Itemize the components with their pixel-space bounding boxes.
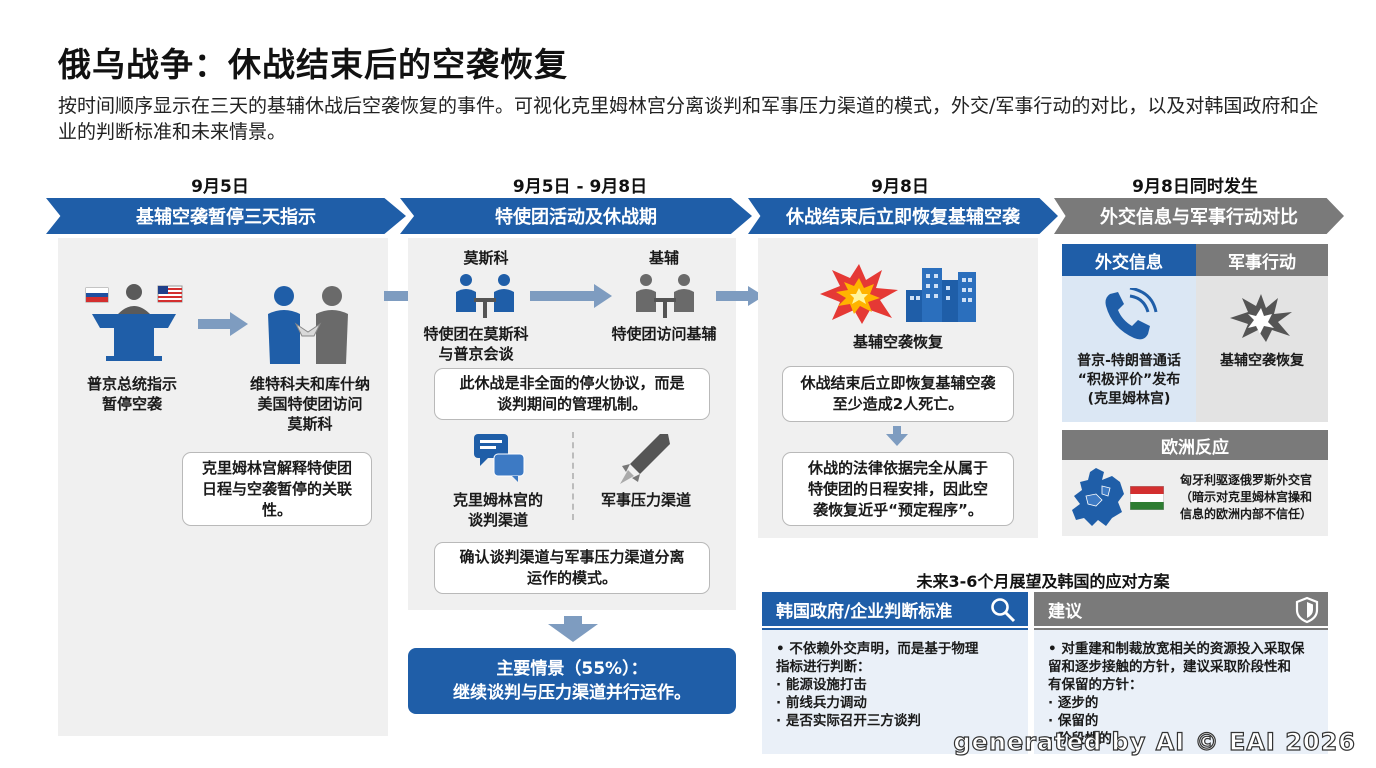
kyiv-heading: 基辅 [648, 249, 679, 267]
envoy-label: 维特科夫和库什纳 美国特使团访问 莫斯科 [249, 375, 370, 433]
arrow-down-icon [548, 616, 598, 642]
meeting-icon [456, 274, 514, 318]
watermark: generated by AI © EAI 2026 [953, 727, 1356, 756]
recommendation-item: · 阶段性的 [1048, 731, 1112, 747]
arrow-down-icon [886, 426, 908, 446]
europe-reaction-text: 匈牙利驱逐俄罗斯外交官 （暗示对克里姆林宫操和 信息的欧洲内部不信任） [1179, 473, 1312, 521]
putin-label: 普京总统指示 暂停空袭 [86, 375, 177, 413]
criteria-item: · 前线兵力调动 [776, 695, 867, 711]
recommendation-item: • 对重建和制裁放宽相关的资源投入采取保 [1048, 641, 1305, 657]
recommendation-list: • 对重建和制裁放宽相关的资源投入采取保 留和逐步接触的方针，建议采取阶段性和 … [1034, 628, 1328, 754]
date-3: 9月8日 [871, 177, 929, 197]
col3-note-1: 休战结束后立即恢复基辅空袭 至少造成2人死亡。 [782, 366, 1014, 422]
moscow-label: 特使团在莫斯科 与普京会谈 [423, 325, 529, 363]
col3-note-2: 休战的法律依据完全从属于 特使团的日程安排，因此空 袭恢复近乎“预定程序”。 [782, 452, 1014, 526]
stage-chevron-4: 外交信息与军事行动对比 [1054, 198, 1344, 234]
search-icon [991, 598, 1016, 623]
shield-icon [1295, 596, 1319, 624]
chat-icon [474, 434, 525, 482]
handshake-icon [268, 286, 348, 364]
podium-icon [85, 284, 183, 361]
arrow-right-icon [198, 312, 248, 336]
moscow-heading: 莫斯科 [463, 249, 509, 267]
phone-icon [1105, 288, 1158, 340]
arrow-right-icon [716, 286, 764, 306]
criteria-item: 指标进行判断： [776, 659, 871, 675]
criteria-list: • 不依赖外交声明，而是基于物理 指标进行判断： · 能源设施打击 · 前线兵力… [762, 628, 1028, 754]
diplomatic-panel [1062, 276, 1196, 422]
stage-label-1: 基辅空袭暂停三天指示 [136, 207, 316, 228]
recommendation-header: 建议 [1034, 592, 1328, 626]
europe-map-icon [1072, 468, 1124, 526]
city-icon [906, 268, 976, 322]
missile-icon [620, 434, 670, 484]
europe-reaction-header: 欧洲反应 [1062, 430, 1328, 460]
col2-note-2: 确认谈判渠道与军事压力渠道分离 运作的模式。 [434, 542, 710, 594]
criteria-header-label: 韩国政府/企业判断标准 [776, 601, 953, 622]
col1-note: 克里姆林宫解释特使团 日程与空袭暂停的关联 性。 [182, 452, 372, 526]
col2-note-1: 此休战是非全面的停火协议，而是 谈判期间的管理机制。 [434, 368, 710, 420]
page-subtitle: 按时间顺序显示在三天的基辅休战后空袭恢复的事件。可视化克里姆林宫分离谈判和军事压… [58, 95, 1319, 143]
recommendation-item: 有保留的方针： [1048, 677, 1143, 693]
channel-label-negotiation: 克里姆林宫的 谈判渠道 [452, 491, 543, 529]
main-scenario: 主要情景（55%）： 继续谈判与压力渠道并行运作。 [408, 648, 736, 714]
meeting-icon [636, 274, 694, 318]
criteria-item: · 能源设施打击 [776, 677, 867, 693]
stage-label-4: 外交信息与军事行动对比 [1100, 207, 1298, 228]
recommendation-item: 留和逐步接触的方针，建议采取阶段性和 [1048, 659, 1291, 675]
col3-label: 基辅空袭恢复 [852, 333, 943, 351]
military-text: 基辅空袭恢复 [1220, 353, 1304, 369]
tab-military: 军事行动 [1196, 244, 1328, 276]
channel-divider [572, 432, 574, 520]
criteria-header: 韩国政府/企业判断标准 [762, 592, 1028, 626]
diplomatic-text: 普京-特朗普通话 “积极评价”发布 (克里姆林宫) [1077, 353, 1181, 407]
date-1: 9月5日 [191, 177, 249, 197]
recommendation-item: · 逐步的 [1048, 695, 1099, 711]
criteria-item: · 是否实际召开三方谈判 [776, 713, 921, 729]
recommendation-item: · 保留的 [1048, 713, 1099, 729]
criteria-item: • 不依赖外交声明，而是基于物理 [776, 641, 979, 657]
stage-label-3: 休战结束后立即恢复基辅空袭 [786, 207, 1020, 228]
stage-chevron-3: 休战结束后立即恢复基辅空袭 [748, 198, 1058, 234]
page-title: 俄乌战争：休战结束后的空袭恢复 [58, 45, 568, 84]
stage-chevron-2: 特使团活动及休战期 [400, 198, 752, 234]
hungary-flag-icon [1130, 486, 1164, 510]
kyiv-label: 特使团访问基辅 [611, 325, 717, 343]
explosion-icon [820, 264, 898, 324]
channel-label-military: 军事压力渠道 [600, 491, 691, 509]
outlook-title: 未来3-6个月展望及韩国的应对方案 [916, 572, 1170, 591]
arrow-right-icon [530, 284, 612, 308]
blast-icon [1230, 294, 1292, 342]
recommendation-header-label: 建议 [1048, 601, 1082, 622]
date-2: 9月5日 - 9月8日 [512, 177, 648, 197]
date-4: 9月8日同时发生 [1132, 177, 1258, 197]
stage-label-2: 特使团活动及休战期 [495, 207, 657, 228]
tab-diplomatic: 外交信息 [1062, 244, 1196, 276]
stage-chevron-1: 基辅空袭暂停三天指示 [46, 198, 406, 234]
